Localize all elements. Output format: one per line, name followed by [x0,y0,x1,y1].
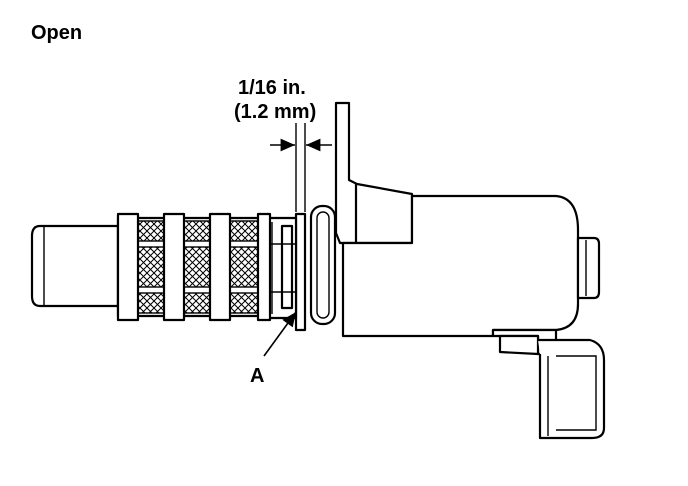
screen-panel [183,292,211,314]
callout-a-label: A [250,365,264,387]
filter-screens [137,220,259,314]
dimension-indicator [270,123,332,212]
screen-panel [229,246,259,288]
mounting-bracket [334,101,414,245]
diagram-title: Open [31,22,82,44]
screen-panel [229,220,259,242]
screen-panel [137,292,165,314]
dimension-imperial-label: 1/16 in. [238,77,306,99]
screen-panel [183,220,211,242]
screen-panel [137,246,165,288]
dimension-metric-label: (1.2 mm) [234,101,316,123]
screen-panel [183,246,211,288]
electrical-connector [491,328,606,440]
callout-a-leader [263,311,297,357]
screen-panel [229,292,259,314]
callout-a: A [250,311,297,387]
screen-panel [137,220,165,242]
o-ring-seal [294,204,337,332]
